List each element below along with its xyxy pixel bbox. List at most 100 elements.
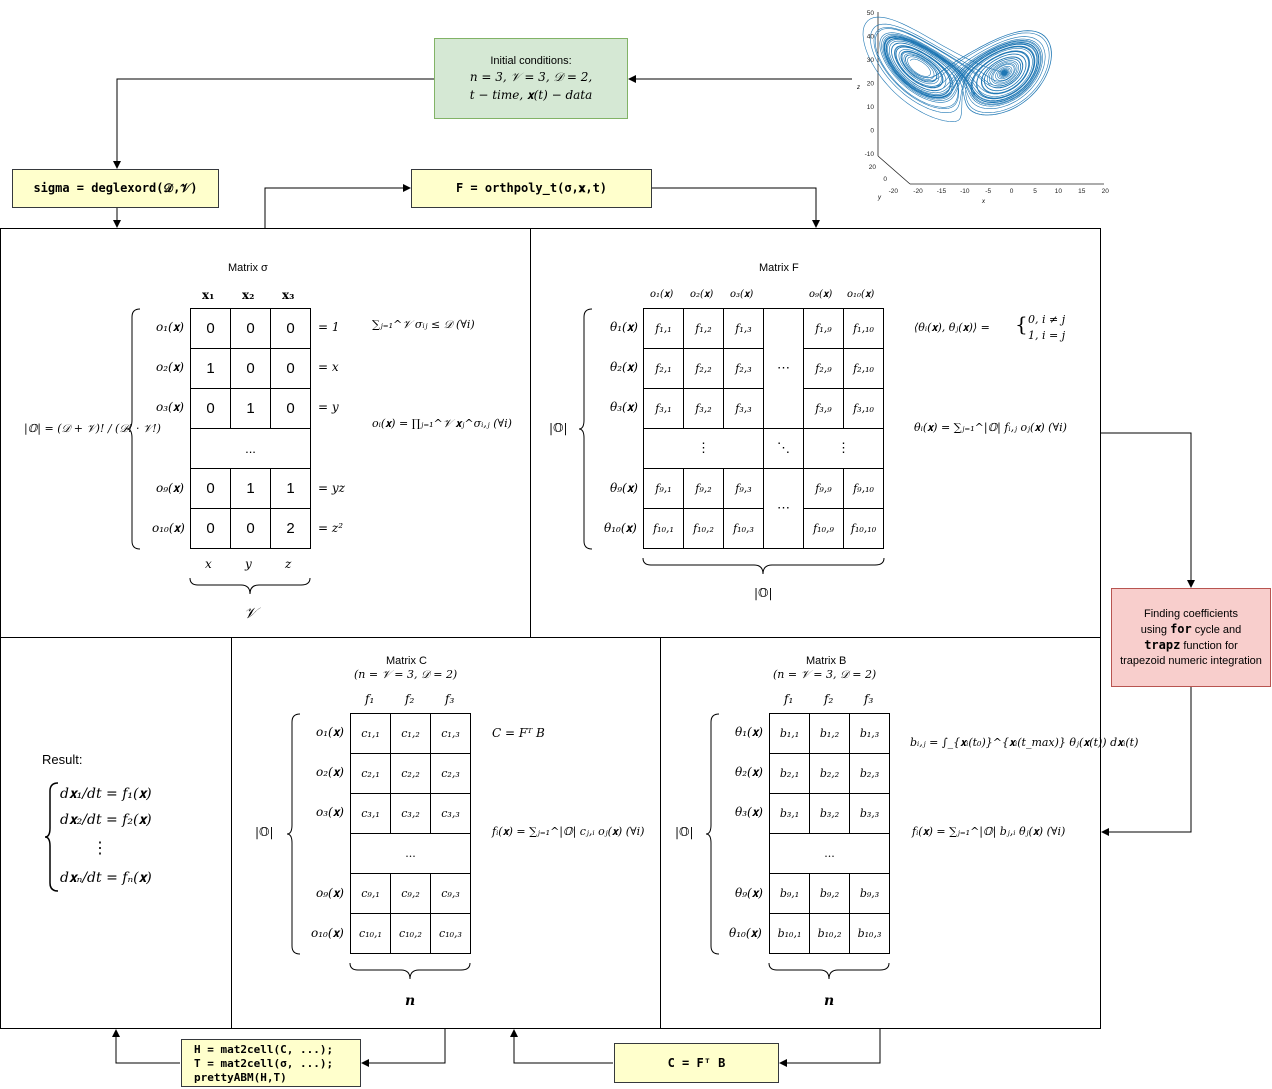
transpose-code-box: C = Fᵀ B (614, 1043, 779, 1083)
result-equation-1: d𝐱₁/dt = f₁(𝐱) (60, 786, 152, 802)
f-cell: f₁,₂ (683, 308, 724, 349)
b-col-header: f₂ (824, 692, 834, 706)
c-cell: c₉,₃ (430, 873, 471, 914)
b-col-header: f₃ (864, 692, 874, 706)
sigma-cell: 0 (190, 308, 231, 349)
sigma-row-label: o₃(𝐱) (156, 400, 184, 414)
f-cell: f₁,₁₀ (843, 308, 884, 349)
sigma-bottom-label: z (285, 557, 292, 571)
f-cell: f₉,₉ (803, 468, 844, 509)
x-tick-label: 5 (1033, 188, 1037, 195)
degree-constraint-formula: ∑ⱼ₌₁^𝒱 σᵢⱼ ≤ 𝒟 (∀i) (372, 318, 475, 331)
x-tick-label: -5 (985, 188, 991, 195)
monomial-label: = yz (318, 481, 345, 495)
matrix-c-subtitle: (n = 𝒱 = 3, 𝒟 = 2) (354, 668, 458, 681)
b-cell: b₃,₃ (849, 793, 890, 834)
sigma-col-header: 𝐱₃ (282, 288, 295, 302)
sigma-cell: 0 (230, 308, 271, 349)
f-cell: f₉,₂ (683, 468, 724, 509)
code-line-pretty: prettyABM(H,T) (194, 1071, 287, 1084)
f-cell: f₂,₂ (683, 348, 724, 389)
c-cell: c₂,₁ (350, 753, 391, 794)
b-cell: b₂,₃ (849, 753, 890, 794)
monomial-product-formula: oᵢ(𝐱) = ∏ⱼ₌₁^𝒱 𝐱ⱼ^σᵢ,ⱼ (∀i) (372, 417, 512, 430)
x-tick-label: 0 (1010, 188, 1014, 195)
b-row-label: θ₃(𝐱) (735, 805, 763, 819)
matrix-sigma-title: Matrix σ (228, 262, 268, 274)
f-bottom-label: |𝕆| (754, 586, 773, 600)
f-col-header: o₁₀(𝐱) (847, 289, 875, 300)
y-axis-label: y (877, 195, 882, 201)
b-bottom-brace (768, 962, 890, 980)
c-cell: c₁,₂ (390, 713, 431, 754)
coefficient-method-box: Finding coefficients using for cycle and… (1111, 588, 1271, 687)
c-cell: c₉,₂ (390, 873, 431, 914)
f-row-label: θ₂(𝐱) (610, 360, 638, 374)
sigma-cell: 1 (190, 348, 231, 389)
c-polynomial-formula: fᵢ(𝐱) = ∑ⱼ₌₁^|𝕆| cⱼ,ᵢ oⱼ(𝐱) (∀i) (492, 825, 645, 838)
result-brace (44, 782, 59, 892)
b-bottom-label: n (824, 993, 835, 1009)
sigma-cell: 0 (190, 388, 231, 429)
c-left-brace (286, 713, 301, 955)
b-row-label: θ₂(𝐱) (735, 765, 763, 779)
sigma-cell: 1 (230, 388, 271, 429)
x-tick-label: -10 (960, 188, 970, 195)
z-tick-label: 0 (870, 128, 874, 135)
b-cell: b₁₀,₁ (769, 913, 810, 954)
x-axis-label: x (981, 199, 986, 205)
x-tick-label: -15 (937, 188, 947, 195)
sigma-left-brace (126, 308, 141, 550)
f-left-label: |𝕆| (549, 421, 568, 435)
b-cell: b₁,₂ (809, 713, 850, 754)
theta-definition-formula: θᵢ(𝐱) = ∑ⱼ₌₁^|𝕆| fᵢ,ⱼ oⱼ(𝐱) (∀i) (914, 421, 1067, 434)
sigma-row-label: o₁₀(𝐱) (152, 521, 185, 535)
b-cell: b₃,₂ (809, 793, 850, 834)
sigma-cell: 0 (270, 348, 311, 389)
result-equation-2: d𝐱₂/dt = f₂(𝐱) (60, 812, 152, 828)
monomial-label: = y (318, 400, 339, 414)
b-integral-formula: bᵢ,ⱼ = ∫_{𝐱ᵢ(t₀)}^{𝐱ᵢ(t_max)} θⱼ(𝐱(t)) d… (910, 736, 1139, 749)
sigma-cell: 0 (270, 388, 311, 429)
c-cell: c₁,₃ (430, 713, 471, 754)
f-cell: f₃,₃ (723, 388, 764, 429)
f-cell: f₃,₉ (803, 388, 844, 429)
b-cell: b₉,₃ (849, 873, 890, 914)
sigma-ellipsis-row: ... (190, 428, 311, 469)
x-tick-label: 20 (1102, 188, 1110, 195)
code-line-h: H = mat2cell(C, ...); (194, 1043, 334, 1056)
prettyabm-code-box: H = mat2cell(C, ...); T = mat2cell(σ, ..… (181, 1039, 361, 1087)
initial-conditions-params: n = 3, 𝒱 = 3, 𝒟 = 2, (469, 69, 593, 84)
coef-line-1: Finding coefficients (1144, 607, 1238, 620)
c-cell: c₁₀,₂ (390, 913, 431, 954)
f-ddots: ⋱ (763, 428, 804, 469)
f-cell: f₉,₃ (723, 468, 764, 509)
coef-line-4: trapezoid numeric integration (1120, 654, 1262, 667)
code-line-t: T = mat2cell(σ, ...); (194, 1057, 334, 1070)
b-row-label: θ₉(𝐱) (735, 886, 763, 900)
f-row-label: θ₁₀(𝐱) (604, 521, 637, 535)
b-cell: b₉,₁ (769, 873, 810, 914)
x-tick-label: 10 (1055, 188, 1063, 195)
attractor-trajectory (862, 16, 1052, 122)
sigma-cell: 0 (190, 468, 231, 509)
deglexord-code-box: sigma = deglexord(𝒟,𝒱) (12, 169, 219, 208)
c-cell: c₁₀,₃ (430, 913, 471, 954)
sigma-brace-label: 𝒱 (244, 604, 257, 622)
f-col-header: o₃(𝐱) (730, 289, 754, 300)
matrix-b-title: Matrix B (806, 655, 847, 667)
sigma-col-header: 𝐱₂ (242, 288, 255, 302)
f-cell: f₁,₃ (723, 308, 764, 349)
b-cell: b₁,₁ (769, 713, 810, 754)
result-equation-n: d𝐱ₙ/dt = fₙ(𝐱) (60, 870, 152, 886)
f-hdots-bottom: ⋯ (763, 468, 804, 549)
result-title: Result: (42, 752, 83, 767)
b-left-brace (705, 713, 720, 955)
monomial-label: = 1 (318, 320, 340, 334)
c-cell: c₂,₃ (430, 753, 471, 794)
orthonormality-formula: ⟨θᵢ(𝐱), θⱼ(𝐱)⟩ = (914, 321, 990, 334)
sigma-cell: 0 (270, 308, 311, 349)
f-cell: f₂,₃ (723, 348, 764, 389)
